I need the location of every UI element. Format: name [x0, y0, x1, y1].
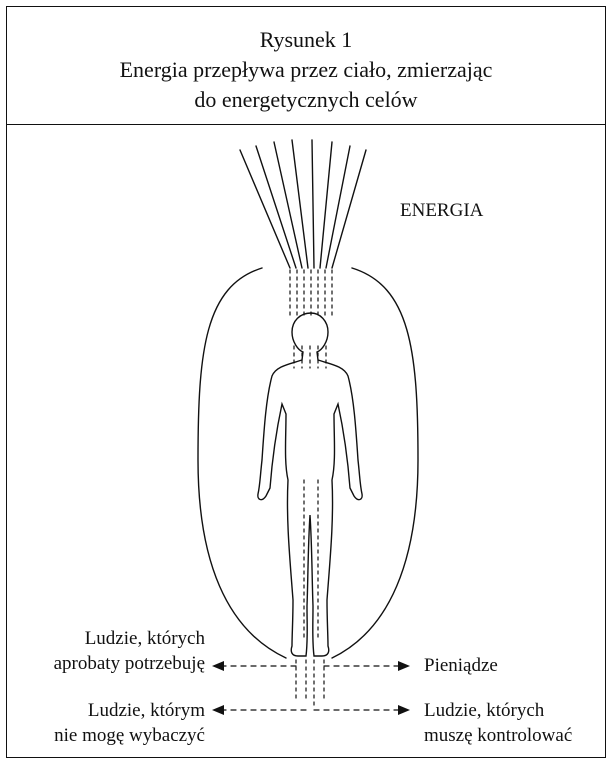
- target-label-unforgiven-line-1: Ludzie, którym: [54, 698, 205, 723]
- target-arrows: [222, 666, 400, 710]
- energy-field: [198, 268, 418, 658]
- arrowhead-right-bottom: [398, 705, 410, 715]
- target-label-approval-line-2: aprobaty potrzebuję: [54, 651, 205, 676]
- leg-channels: [296, 480, 324, 708]
- target-label-control: Ludzie, których muszę kontrolować: [424, 698, 572, 748]
- human-figure: [258, 313, 362, 656]
- arrowhead-right-top: [398, 661, 410, 671]
- target-label-money: Pieniądze: [424, 653, 498, 678]
- target-label-approval-line-1: Ludzie, których: [54, 626, 205, 651]
- target-label-unforgiven-line-2: nie mogę wybaczyć: [54, 723, 205, 748]
- arrowhead-left-top: [212, 661, 224, 671]
- arrowhead-left-bottom: [212, 705, 224, 715]
- target-label-unforgiven: Ludzie, którym nie mogę wybaczyć: [54, 698, 205, 748]
- target-label-control-line-1: Ludzie, których: [424, 698, 572, 723]
- target-label-money-line-1: Pieniądze: [424, 653, 498, 678]
- target-label-approval: Ludzie, których aprobaty potrzebuję: [54, 626, 205, 676]
- energy-label: ENERGIA: [400, 198, 483, 223]
- energy-rays: [240, 140, 366, 268]
- target-label-control-line-2: muszę kontrolować: [424, 723, 572, 748]
